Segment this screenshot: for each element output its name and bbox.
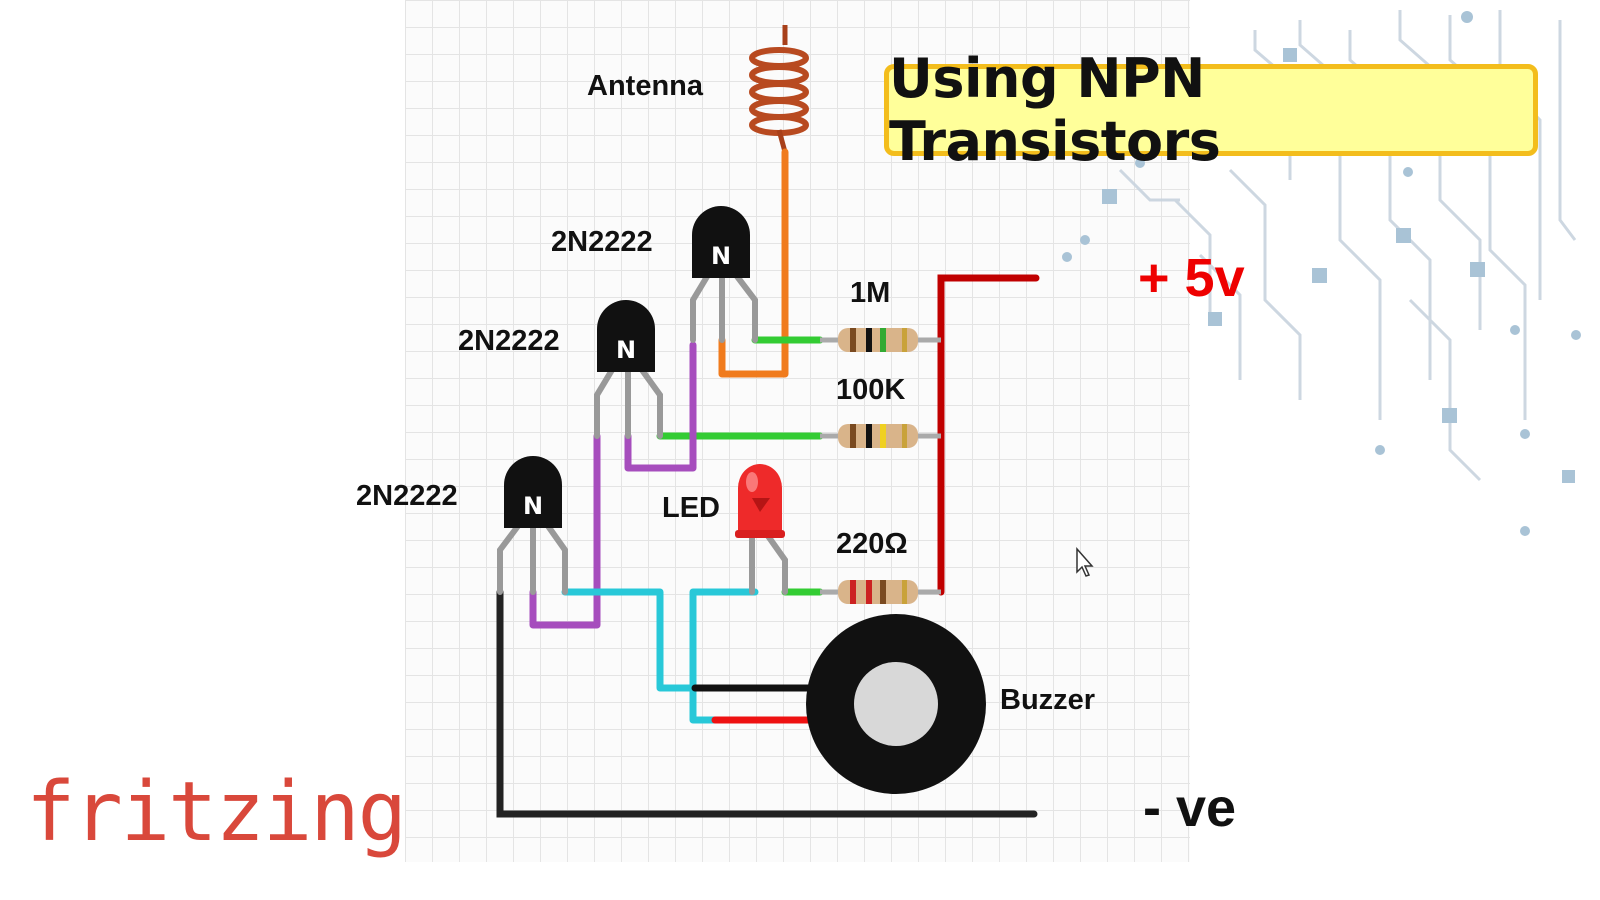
purple-wire-2 — [529, 432, 601, 629]
transistor-low: N — [504, 456, 562, 528]
buzzer-label: Buzzer — [1000, 684, 1095, 716]
fritzing-logo: fritzing — [26, 765, 407, 860]
antenna-label: Antenna — [587, 70, 704, 102]
resistor-220 — [820, 580, 941, 604]
buzzer — [806, 614, 986, 794]
transistor-top: N — [692, 206, 750, 278]
resistor-1m-label: 1M — [850, 277, 890, 309]
transistor-top-mark: N — [711, 242, 731, 270]
antenna — [749, 25, 809, 153]
negative-label: - ve — [1143, 778, 1236, 838]
cursor-icon — [1076, 547, 1094, 577]
circuit-decoration — [1118, 10, 1577, 482]
led — [735, 464, 785, 538]
orange-wire — [718, 148, 789, 378]
transistor-low-mark: N — [523, 492, 543, 520]
resistor-100k-label: 100K — [836, 374, 905, 406]
page-title: Using NPN Transistors — [889, 47, 1221, 173]
transistor-mid-mark: N — [616, 336, 636, 364]
transistor-top-label: 2N2222 — [551, 226, 653, 258]
cyan-wire-2 — [689, 588, 759, 724]
title-banner: Using NPN Transistors — [884, 47, 1538, 173]
purple-wire-1 — [624, 341, 697, 472]
cyan-wire-1 — [561, 588, 699, 692]
transistor-mid: N — [597, 300, 655, 372]
resistor-100k — [820, 424, 941, 448]
positive-rail — [937, 274, 1040, 596]
negative-rail — [496, 588, 1038, 818]
transistor-low-label: 2N2222 — [356, 480, 458, 512]
transistor-mid-label: 2N2222 — [458, 325, 560, 357]
positive-label: + 5v — [1138, 248, 1245, 308]
led-label: LED — [662, 492, 720, 524]
resistor-1m — [820, 328, 941, 352]
resistor-220-label: 220Ω — [836, 528, 908, 560]
circuit-decoration-nodes — [1062, 11, 1581, 536]
